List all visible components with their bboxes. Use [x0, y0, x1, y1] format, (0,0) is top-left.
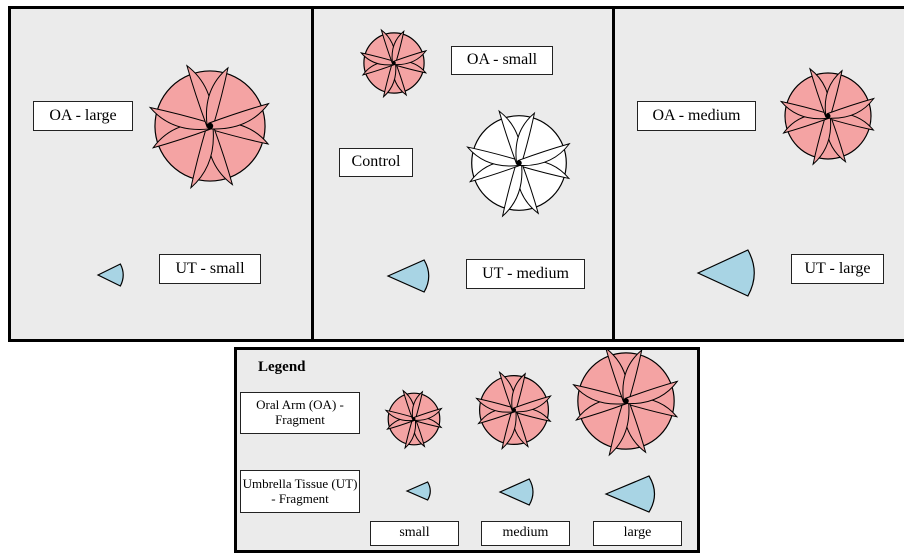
- legend-title: Legend: [258, 359, 306, 375]
- legend-size-small: small: [370, 521, 459, 546]
- oa-medium-fragment: [779, 67, 876, 166]
- ut-small-label: UT - small: [159, 254, 261, 284]
- panel-left: [8, 6, 314, 342]
- oa-small-label: OA - small: [451, 46, 553, 75]
- oa-large-label: OA - large: [33, 101, 133, 131]
- ut-medium-fragment: [386, 259, 430, 293]
- oa-small-fragment: [359, 28, 428, 99]
- oa-medium-label: OA - medium: [637, 101, 756, 131]
- legend-ut-large: [604, 475, 656, 513]
- panel-right: [612, 6, 904, 342]
- control-label: Control: [339, 148, 413, 177]
- legend-size-large: large: [593, 521, 682, 546]
- legend-ut-row-label: Umbrella Tissue (UT) - Fragment: [240, 470, 360, 513]
- legend-ut-medium: [498, 478, 534, 506]
- legend-ut-small: [405, 481, 431, 501]
- control-fragment: [466, 109, 571, 218]
- legend-oa-medium: [475, 370, 552, 450]
- ut-large-label: UT - large: [791, 254, 884, 284]
- ut-small-fragment: [96, 263, 124, 287]
- oa-large-fragment: [148, 64, 270, 190]
- ut-large-fragment: [696, 249, 755, 297]
- legend-oa-small: [384, 389, 443, 450]
- legend-size-medium: medium: [481, 521, 570, 546]
- ut-medium-label: UT - medium: [466, 259, 585, 289]
- legend-oa-large: [572, 346, 679, 457]
- legend-oa-row-label: Oral Arm (OA) - Fragment: [240, 392, 360, 434]
